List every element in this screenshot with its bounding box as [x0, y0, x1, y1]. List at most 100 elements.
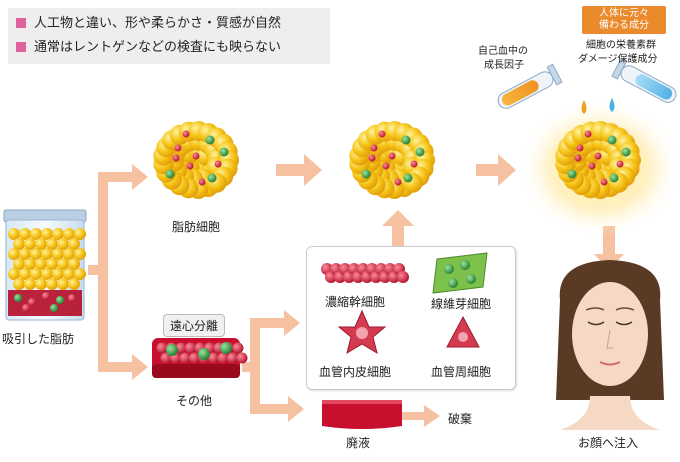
fat-cell: [68, 278, 80, 290]
red-cell: [616, 160, 624, 168]
green-cell: [14, 294, 22, 302]
red-cell: [594, 152, 602, 160]
fat-cell: [19, 268, 31, 280]
red-cell: [227, 352, 238, 364]
green-cell: [166, 344, 178, 356]
bullet-square-icon: [16, 18, 26, 28]
fat-cell: [24, 238, 36, 250]
face-injection-label: お顔へ注入: [578, 436, 639, 450]
fat-cell: [35, 258, 47, 270]
fat-cell: [57, 238, 69, 250]
fibroblasts-label: 線維芽細胞: [431, 297, 492, 311]
other-label: その他: [176, 394, 213, 408]
red-cell: [388, 152, 396, 160]
red-cell: [236, 352, 248, 364]
red-cell: [214, 160, 222, 168]
red-cell: [588, 162, 596, 170]
discard-label: 破棄: [448, 412, 473, 426]
fat-cell: [8, 248, 20, 260]
red-cell: [189, 352, 200, 364]
fat-cell: [8, 268, 20, 280]
fat-cell: [19, 248, 31, 260]
fat-cell: [24, 278, 36, 290]
fat-cell: [13, 278, 25, 290]
fat-cell: [68, 238, 80, 250]
green-cell: [165, 169, 175, 179]
red-cell: [22, 304, 30, 312]
red-cell: [160, 352, 172, 364]
face-illustration: [556, 260, 664, 430]
fat-cell: [63, 248, 75, 260]
red-cell: [198, 178, 206, 186]
green-cell: [219, 147, 229, 157]
red-cell: [208, 352, 219, 364]
red-cell: [68, 294, 76, 302]
fat-cell: [19, 228, 31, 240]
aspirated-fat-label: 吸引した脂肪: [2, 332, 75, 346]
blue-droplet: [609, 98, 615, 112]
centrifuge-badge: 遠心分離: [163, 314, 226, 337]
nutrient-tube: [611, 57, 677, 103]
fat-cell-cluster: [153, 121, 239, 199]
red-cell: [186, 162, 194, 170]
flow-arrows: [88, 154, 624, 427]
orange-droplet: [581, 100, 587, 114]
green-cell: [220, 342, 232, 354]
pericytes-label: 血管周細胞: [431, 365, 492, 379]
fat-cell: [13, 238, 25, 250]
growth-factor-label-line1: 自己血中の: [478, 46, 528, 57]
growth-factor-tube: [497, 63, 563, 109]
fat-cell: [46, 258, 58, 270]
green-cell: [205, 135, 215, 145]
red-cell: [42, 292, 50, 300]
pericyte-cell: [446, 315, 480, 348]
green-cell: [401, 135, 411, 145]
red-cell: [382, 162, 390, 170]
green-cell: [609, 173, 619, 183]
nutrients-label-line2: ダメージ保護成分: [578, 54, 658, 65]
fat-cell: [74, 268, 86, 280]
fibroblast-sheet: [432, 252, 488, 294]
fat-cell: [68, 258, 80, 270]
fat-cell: [30, 268, 42, 280]
stem-cells-label: 濃縮幹細胞: [325, 295, 386, 309]
growth-factor-label-line2: 成長因子: [484, 60, 524, 71]
other-cells-layer: [152, 338, 248, 378]
fat-cell: [41, 268, 53, 280]
fat-cell: [74, 248, 86, 260]
red-cell: [600, 178, 608, 186]
natural-component-badge: 人体に元々 備わる成分: [582, 6, 666, 34]
nutrients-label-line1: 細胞の栄養素群: [586, 40, 656, 51]
fat-cell-cluster: [349, 121, 435, 199]
fat-cell: [74, 228, 86, 240]
green-cell: [567, 169, 577, 179]
green-cell: [56, 296, 64, 304]
green-cell: [621, 147, 631, 157]
red-cell: [192, 152, 200, 160]
red-cell: [182, 130, 190, 138]
notes-box: 人工物と違い、形や柔らかさ・質感が自然 通常はレントゲンなどの検査にも映らない: [8, 8, 330, 64]
fat-cell: [57, 258, 69, 270]
fat-cell: [41, 228, 53, 240]
green-cell: [607, 135, 617, 145]
fat-cell: [35, 278, 47, 290]
red-cell: [174, 144, 182, 152]
fat-cell: [46, 238, 58, 250]
green-cell: [198, 348, 210, 360]
fat-jar: [3, 209, 87, 321]
green-cell: [361, 169, 371, 179]
stem-cell-chain: [321, 263, 409, 283]
red-cell: [175, 342, 187, 354]
red-cell: [368, 154, 376, 162]
fat-cells-label: 脂肪細胞: [172, 220, 221, 234]
green-cell: [403, 173, 413, 183]
fat-cell: [30, 248, 42, 260]
fat-cell: [35, 238, 47, 250]
red-cell: [584, 130, 592, 138]
waste-liquid-label: 廃液: [346, 436, 371, 450]
red-cell: [576, 144, 584, 152]
note-item: 通常はレントゲンなどの検査にも映らない: [16, 40, 281, 56]
fat-cell: [30, 228, 42, 240]
note-item: 人工物と違い、形や柔らかさ・質感が自然: [16, 16, 281, 32]
red-cell: [179, 352, 191, 364]
